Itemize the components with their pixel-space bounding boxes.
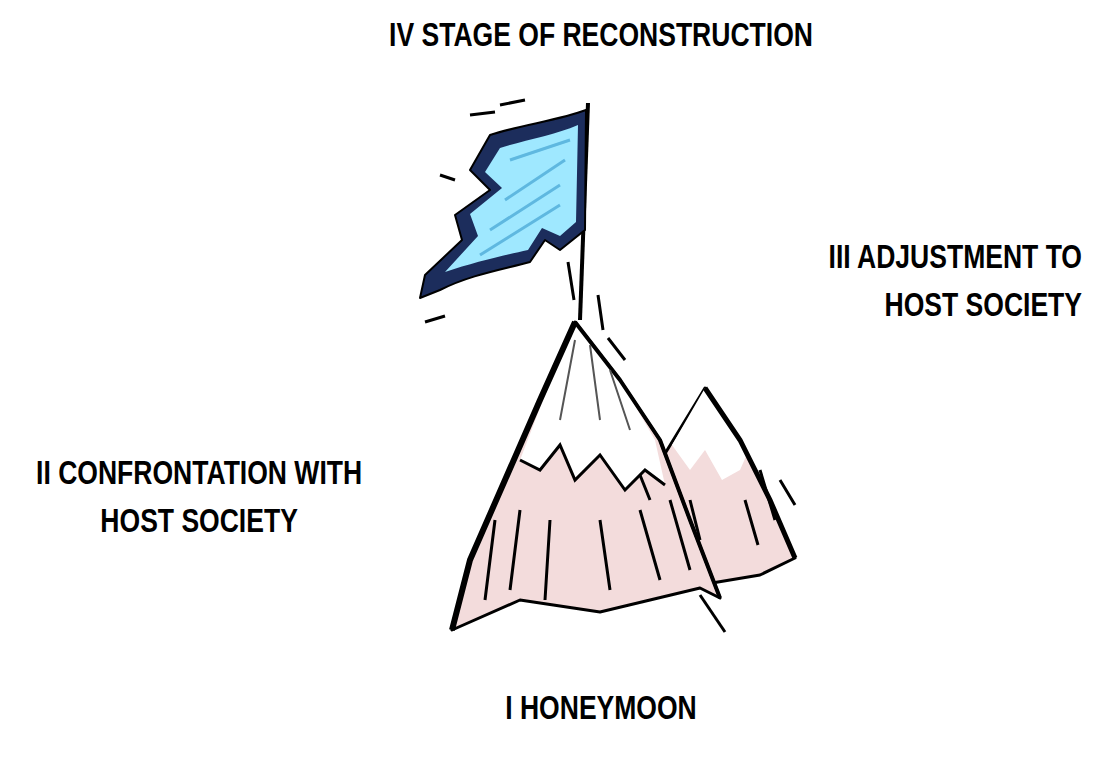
stage-label: II CONFRONTATION WITH HOST SOCIETY <box>8 448 390 544</box>
stage-label: IV STAGE OF RECONSTRUCTION <box>328 10 874 58</box>
stage-label: I HONEYMOON <box>406 683 796 731</box>
stage-label: III ADJUSTMENT TO HOST SOCIETY <box>786 232 1082 328</box>
